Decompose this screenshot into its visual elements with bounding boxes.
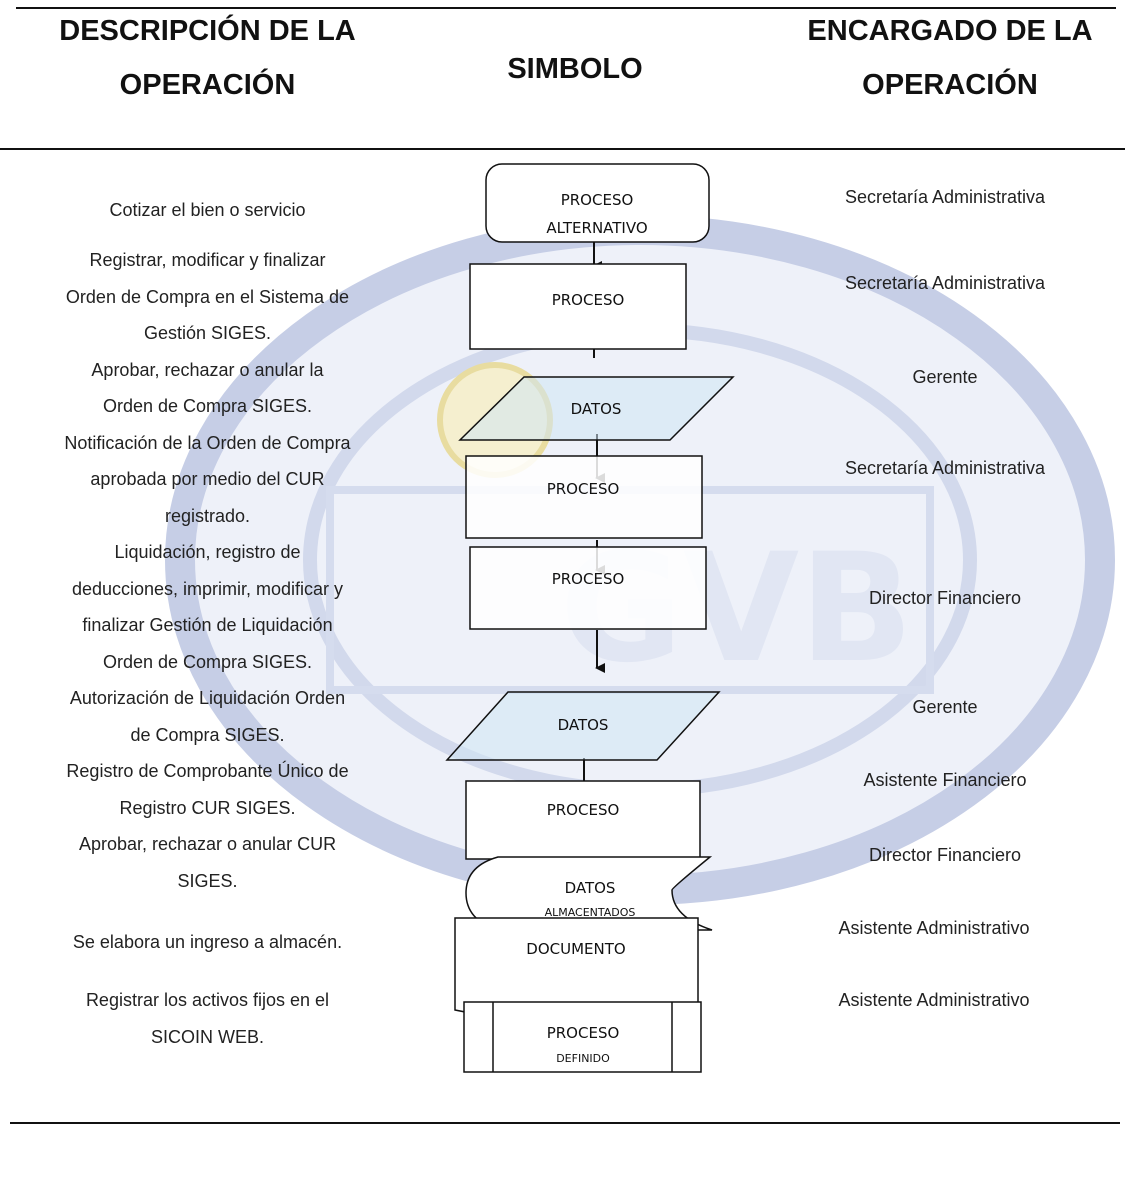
responsible-9: Asistente Administrativo bbox=[838, 918, 1030, 938]
svg-text:DOCUMENTO: DOCUMENTO bbox=[526, 940, 625, 958]
description-line: SIGES. bbox=[177, 870, 238, 891]
stored-data-symbol: DATOS ALMACENTADOS bbox=[465, 856, 713, 931]
description-line: Registro CUR SIGES. bbox=[119, 797, 296, 818]
responsible-3: Gerente bbox=[912, 367, 978, 387]
description-line: Registro de Comprobante Único de bbox=[66, 761, 349, 781]
responsible-header: ENCARGADO DE LA OPERACIÓN bbox=[807, 15, 1093, 101]
description-header: DESCRIPCIÓN DE LA OPERACIÓN bbox=[59, 15, 356, 101]
description-block-4: Registrar los activos fijos en el SICOIN… bbox=[20, 982, 395, 1055]
description-line: Orden de Compra SIGES. bbox=[102, 651, 313, 672]
description-line: Aprobar, rechazar o anular CUR bbox=[78, 834, 337, 854]
svg-text:ALTERNATIVO: ALTERNATIVO bbox=[546, 219, 647, 237]
svg-text:DATOS: DATOS bbox=[571, 400, 622, 418]
symbol-header: SIMBOLO bbox=[507, 53, 643, 85]
data-symbol-1: DATOS bbox=[458, 376, 735, 441]
svg-text:ALMACENTADOS: ALMACENTADOS bbox=[545, 906, 636, 919]
process-symbol-1: PROCESO bbox=[469, 263, 687, 350]
bottom-rule bbox=[10, 1122, 1120, 1124]
description-line: Registrar los activos fijos en el bbox=[85, 990, 330, 1010]
responsible-7: Asistente Financiero bbox=[863, 770, 1027, 790]
svg-text:PROCESO: PROCESO bbox=[547, 1024, 620, 1042]
process-symbol-3: PROCESO bbox=[469, 546, 707, 630]
process-symbol-2: PROCESO bbox=[465, 455, 703, 539]
svg-text:DATOS: DATOS bbox=[565, 879, 616, 897]
description-line: Aprobar, rechazar o anular la bbox=[91, 359, 324, 380]
svg-text:DATOS: DATOS bbox=[558, 716, 609, 734]
description-line: registrado. bbox=[164, 505, 251, 526]
responsible-2: Secretaría Administrativa bbox=[844, 273, 1046, 293]
responsible-1: Secretaría Administrativa bbox=[844, 187, 1046, 207]
description-line: Liquidación, registro de bbox=[114, 542, 301, 562]
description-line: Orden de Compra SIGES. bbox=[102, 396, 313, 416]
description-line: Cotizar el bien o servicio bbox=[109, 200, 306, 220]
top-rule bbox=[16, 7, 1116, 9]
responsible-10: Asistente Administrativo bbox=[838, 990, 1030, 1010]
responsible-6: Gerente bbox=[912, 697, 978, 717]
svg-text:DEFINIDO: DEFINIDO bbox=[556, 1052, 610, 1065]
svg-text:PROCESO: PROCESO bbox=[547, 480, 620, 498]
header-rule bbox=[0, 148, 1125, 150]
description-line: Autorización de Liquidación Orden bbox=[69, 688, 346, 708]
description-block-1: Cotizar el bien o servicio bbox=[20, 192, 395, 229]
description-line: Orden de Compra en el Sistema de bbox=[65, 286, 350, 307]
description-line: deducciones, imprimir, modificar y bbox=[71, 578, 344, 599]
process-symbol-4: PROCESO bbox=[465, 780, 701, 860]
description-line: finalizar Gestión de Liquidación bbox=[82, 615, 333, 635]
predefined-process-symbol: PROCESO DEFINIDO bbox=[463, 1001, 702, 1073]
alternative-process-symbol: PROCESO ALTERNATIVO bbox=[485, 163, 710, 243]
description-line: Registrar, modificar y finalizar bbox=[89, 250, 326, 270]
responsible-5: Director Financiero bbox=[868, 588, 1022, 608]
description-line: Se elabora un ingreso a almacén. bbox=[72, 932, 343, 952]
description-line: de Compra SIGES. bbox=[130, 724, 285, 745]
description-line: Notificación de la Orden de Compra bbox=[64, 432, 351, 453]
description-line: SICOIN WEB. bbox=[150, 1026, 264, 1047]
data-symbol-2: DATOS bbox=[445, 691, 721, 761]
description-line: aprobada por medio del CUR bbox=[90, 469, 325, 489]
description-line: Gestión SIGES. bbox=[143, 323, 272, 343]
description-block-3: Se elabora un ingreso a almacén. bbox=[20, 924, 395, 961]
responsible-8: Director Financiero bbox=[868, 845, 1022, 865]
description-block-2: Registrar, modificar y finalizar Orden d… bbox=[20, 242, 395, 899]
responsible-4: Secretaría Administrativa bbox=[844, 458, 1046, 478]
svg-text:PROCESO: PROCESO bbox=[561, 191, 634, 209]
svg-text:PROCESO: PROCESO bbox=[552, 570, 625, 588]
svg-text:PROCESO: PROCESO bbox=[547, 801, 620, 819]
svg-text:PROCESO: PROCESO bbox=[552, 291, 625, 309]
